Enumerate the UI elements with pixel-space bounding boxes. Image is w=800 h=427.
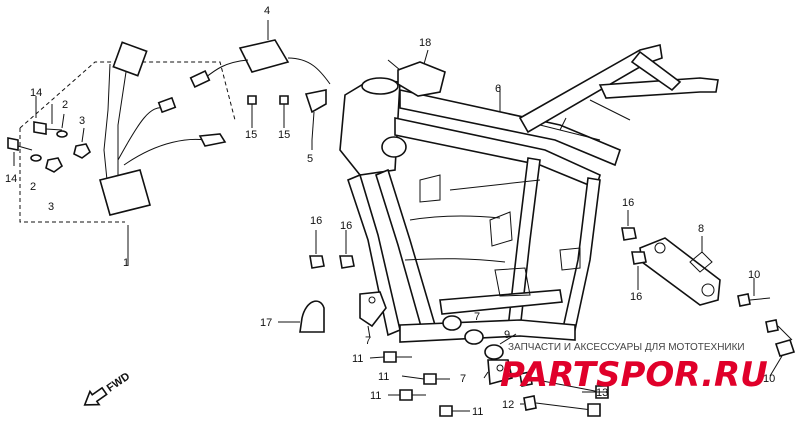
engine-plate	[359, 291, 513, 386]
callout-10b: 10	[763, 373, 775, 385]
callout-6: 6	[495, 83, 501, 95]
callout-17: 17	[260, 317, 272, 329]
callout-16a: 16	[310, 215, 322, 227]
callout-15a: 15	[245, 129, 257, 141]
collar	[442, 315, 504, 360]
callout-12: 12	[502, 399, 514, 411]
main-frame	[339, 44, 719, 343]
callout-7c: 7	[474, 311, 480, 323]
callout-10a: 10	[748, 269, 760, 281]
callout-16c: 16	[622, 197, 634, 209]
callout-1: 1	[123, 257, 129, 269]
cdi-unit-assembly	[19, 41, 236, 265]
forward-arrow: FWD	[83, 370, 132, 406]
ignition-coil	[189, 20, 331, 141]
callout-16d: 16	[630, 291, 642, 303]
callout-2b: 2	[30, 181, 36, 193]
callout-7b: 7	[460, 373, 466, 385]
watermark-text: ЗАПЧАСТИ И АКСЕССУАРЫ ДЛЯ МОТОТЕХНИКИ	[508, 342, 745, 353]
fasteners	[7, 95, 796, 417]
callout-5: 5	[307, 153, 313, 165]
engine-hanger-bracket	[639, 237, 721, 306]
callout-9: 9	[504, 329, 510, 341]
callout-11b: 11	[378, 371, 389, 383]
callout-7a: 7	[365, 335, 371, 347]
callout-3a: 3	[79, 115, 85, 127]
callout-14a: 14	[30, 87, 42, 99]
callout-15b: 15	[278, 129, 290, 141]
leader-lines	[13, 49, 783, 412]
callout-3b: 3	[48, 201, 54, 213]
watermark-logo: PARTSPOR.RU	[500, 355, 768, 395]
callout-4: 4	[264, 5, 270, 17]
callout-labels: 1 2 2 3 3 4 5 6 7 7 7 8 9 10 10 11 11 11…	[5, 5, 775, 418]
callout-11a: 11	[352, 353, 363, 365]
callout-18: 18	[419, 37, 431, 49]
watermark: ЗАПЧАСТИ И АКСЕССУАРЫ ДЛЯ МОТОТЕХНИКИ PA…	[500, 342, 768, 395]
callout-8: 8	[698, 223, 704, 235]
cable-clamp	[299, 300, 325, 333]
callout-16b: 16	[340, 220, 352, 232]
callout-13: 13	[596, 387, 608, 399]
fwd-label: FWD	[105, 370, 132, 394]
callout-2a: 2	[62, 99, 68, 111]
callout-11d: 11	[472, 406, 483, 418]
callout-11c: 11	[370, 390, 381, 402]
callout-14b: 14	[5, 173, 17, 185]
